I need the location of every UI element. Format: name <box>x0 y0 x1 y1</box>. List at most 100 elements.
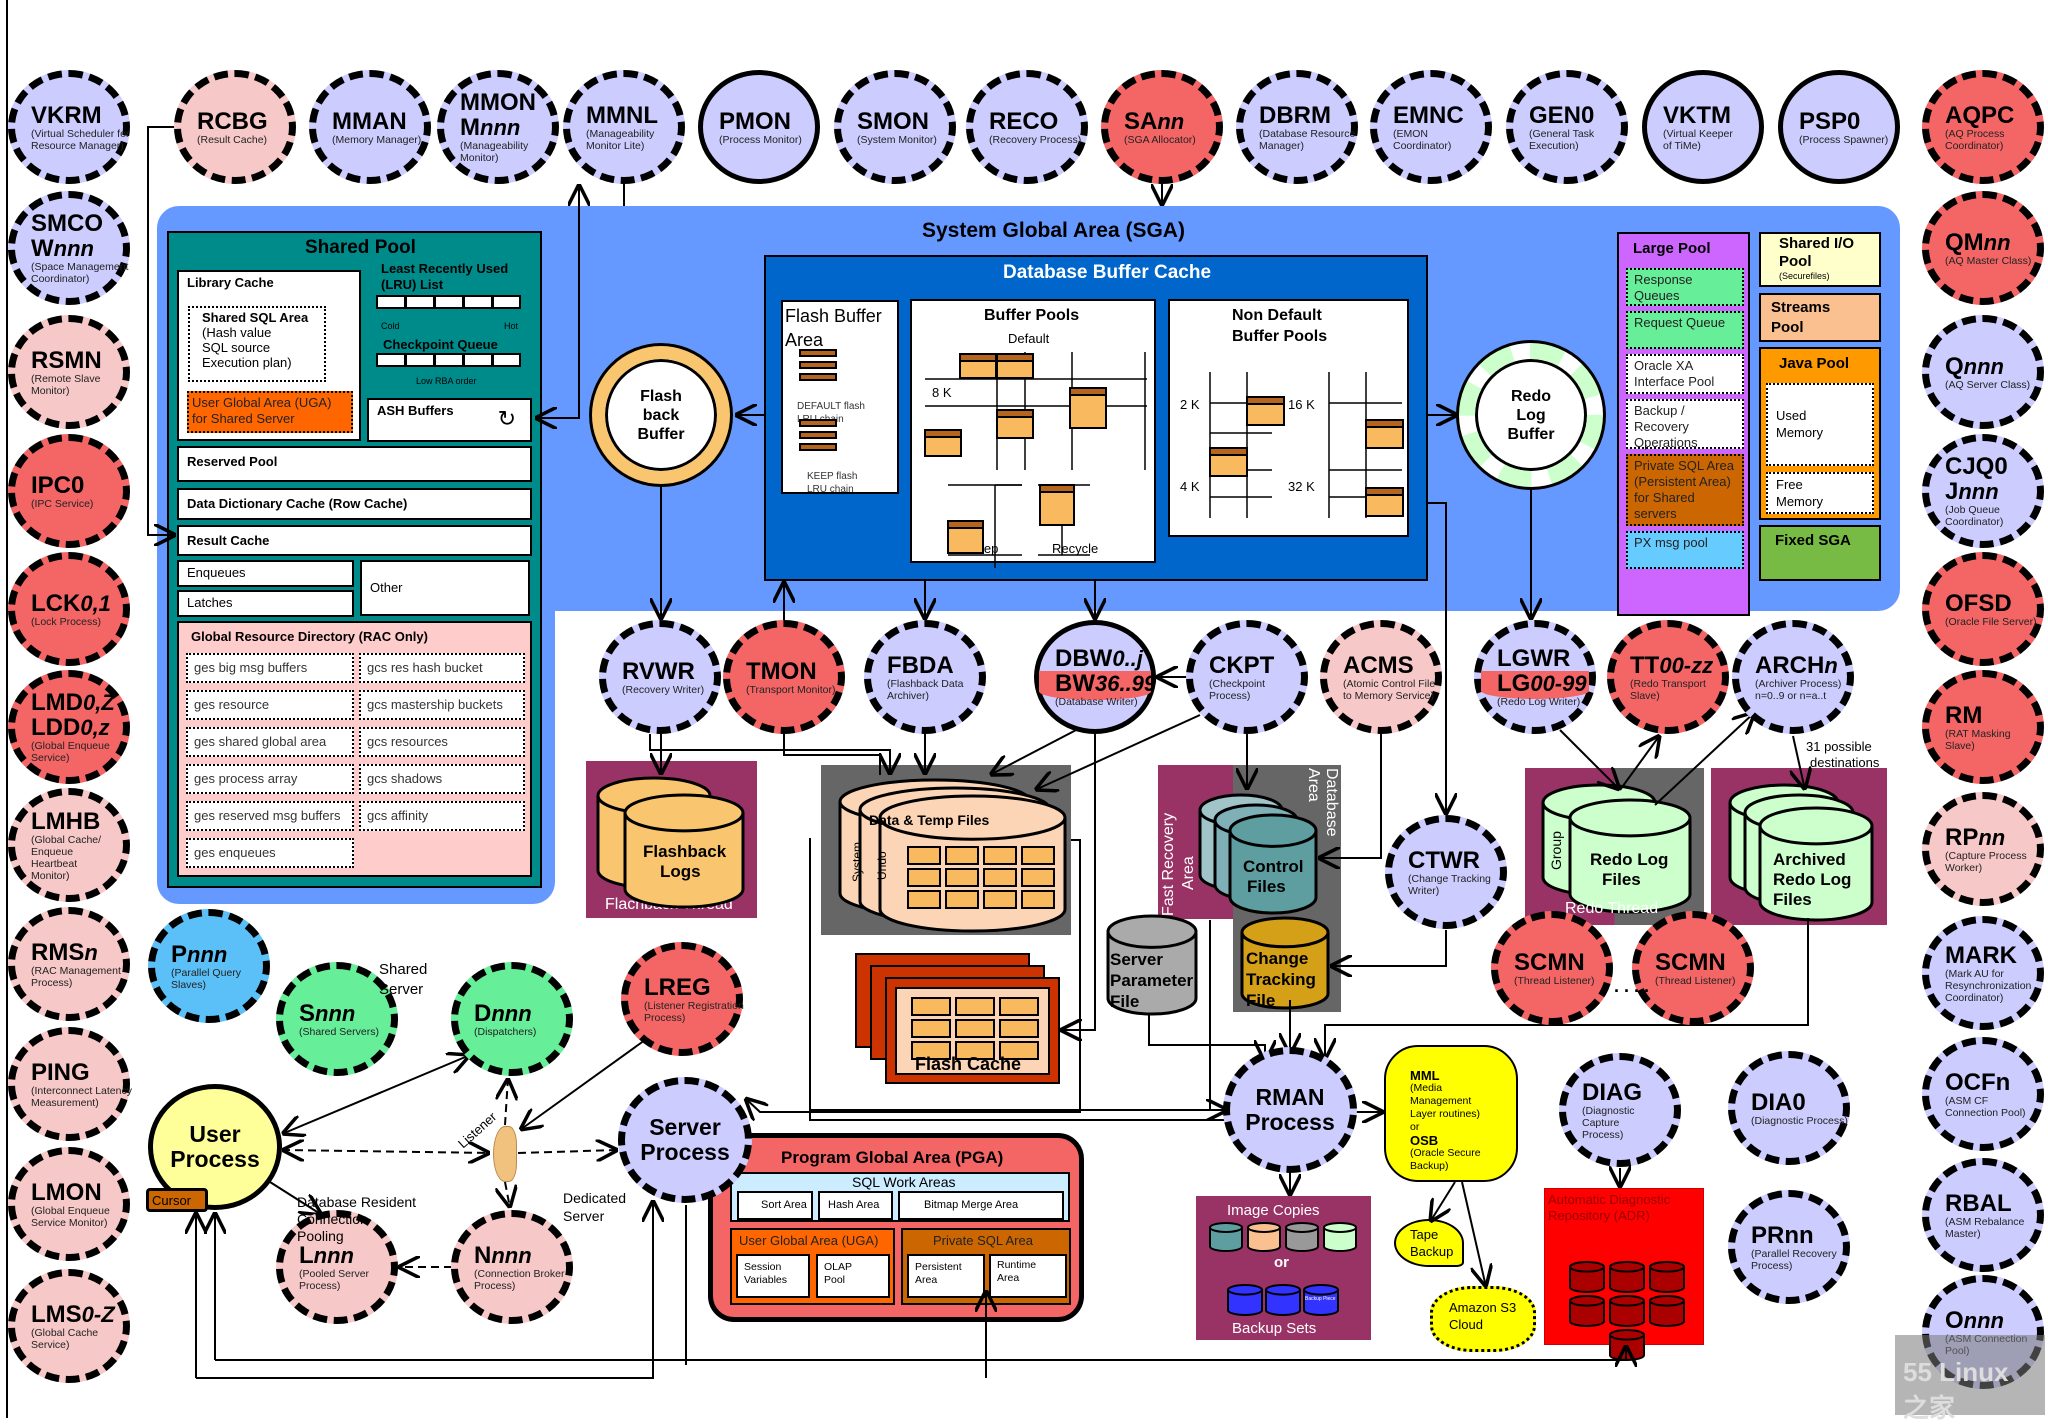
data-files-label: Data & Temp Files <box>869 812 990 828</box>
process-name: OCFn <box>1945 1070 2010 1095</box>
process-name-2: BW36..99 <box>1055 671 1156 696</box>
process-name-text: SMCO <box>31 210 103 237</box>
process-gen0: GEN0(General Task Execution) <box>1506 70 1628 184</box>
process-ofsd: OFSD(Oracle File Server) <box>1922 552 2044 666</box>
process-vktm: VKTM(Virtual Keeper of TiMe) <box>1642 70 1764 184</box>
process-name-text: MMNL <box>586 101 658 129</box>
process-name-text: LREG <box>644 973 711 1001</box>
process-description: (Interconnect Latency Measurement) <box>31 1084 132 1109</box>
process-description: (Flashback Data Archiver) <box>887 677 964 702</box>
title-line: Streams <box>1771 299 1831 316</box>
cursor-box: Cursor <box>146 1188 208 1212</box>
system-label: System <box>850 841 864 882</box>
process-name: Snnn <box>299 1001 355 1026</box>
grd-item: gcs res hash bucket <box>359 653 525 683</box>
process-name-2: Process <box>1245 1110 1335 1135</box>
process-name: PMON <box>719 109 791 134</box>
process-name: QMnn <box>1945 230 2011 255</box>
process-name: PRnn <box>1751 1223 1814 1248</box>
process-lreg: LREG(Listener Registration Process) <box>621 942 744 1056</box>
process-description: (Job Queue Coordinator) <box>1945 504 2004 528</box>
uga-shared-server: User Global Area (UGA) for Shared Server <box>187 391 353 433</box>
group-label: Group <box>1548 831 1564 870</box>
size-16k-label: 16 K <box>1288 397 1315 412</box>
process-name-text: ACMS <box>1343 651 1414 679</box>
process-name-text: RP <box>1945 823 1979 851</box>
user-to-adr <box>215 1345 1626 1360</box>
process-dia0: DIA0(Diagnostic Process) <box>1728 1051 1850 1165</box>
listener-to-broker <box>505 1181 510 1208</box>
process-description: (Mark AU for Resynchronization Coordinat… <box>1945 967 2032 1004</box>
grd-item: ges resource <box>186 690 354 720</box>
process-description: (AQ Process Coordinator) <box>1945 127 2005 152</box>
process-description: (Redo Log Writer) <box>1497 696 1581 708</box>
process-name: LMON <box>31 1180 102 1205</box>
process-name: CTWR <box>1408 848 1480 873</box>
redo-log-files-label: Files <box>1602 870 1641 889</box>
process-rbal: RBAL(ASM Rebalance Master) <box>1922 1158 2044 1272</box>
process-name: Onnn <box>1945 1308 2004 1333</box>
scmn-ellipsis: . . . . <box>1614 976 1650 996</box>
title-line: Pool <box>1779 253 1812 270</box>
process-name-text: LMS <box>31 1300 82 1328</box>
ear-icon <box>493 1126 517 1182</box>
process-name: IPC0 <box>31 473 84 498</box>
process-name-text: RVWR <box>622 657 695 685</box>
process-name-text: QM <box>1945 228 1984 256</box>
process-name: RVWR <box>622 659 695 684</box>
process-name-text: W <box>31 235 54 262</box>
uga-label: for Shared Server <box>192 411 295 426</box>
process-description: (Dispatchers) <box>474 1025 537 1038</box>
label-line: Buffer <box>637 425 685 443</box>
process-name-text: DIAG <box>1582 1078 1642 1106</box>
sga-title: System Global Area (SGA) <box>922 219 1185 242</box>
process-name-text: DIA0 <box>1751 1088 1806 1116</box>
low-rba-label: Low RBA order <box>416 376 477 386</box>
process-prnn: PRnn(Parallel Recovery Process) <box>1728 1190 1850 1304</box>
process-lms: LMS0-Z(Global Cache Service) <box>8 1269 130 1383</box>
process-name-text: Process <box>640 1139 730 1165</box>
mml-to-tape <box>1430 1181 1456 1222</box>
cursor-label: Cursor <box>152 1193 192 1208</box>
process-description: (Atomic Control File to Memory Service) <box>1343 677 1436 702</box>
process-name: RMSn <box>31 940 98 965</box>
process-name-text: J <box>1945 478 1959 505</box>
lru-list <box>376 295 521 309</box>
watermark-text: 55 Linux 之家 <box>1903 1357 2009 1423</box>
sort-area-label: Sort Area <box>761 1199 807 1211</box>
process-description: (ASM Rebalance Master) <box>1945 1215 2025 1240</box>
process-name-text: SA <box>1124 107 1158 135</box>
process-name-text: O <box>1945 1306 1964 1334</box>
lru-cold-label: Cold <box>381 321 400 331</box>
label-line: Server <box>379 981 424 998</box>
process-name: LMHB <box>31 809 100 834</box>
label-line: Persistent <box>915 1261 962 1273</box>
data-dictionary-cache-label: Data Dictionary Cache (Row Cache) <box>187 496 408 511</box>
process-name-text: L <box>299 1241 314 1269</box>
process-name-text: LG <box>1497 670 1531 697</box>
process-name-suffix: 00-99 <box>1530 671 1587 696</box>
process-name-2: LG00-99 <box>1497 671 1587 696</box>
process-description: (Global Enqueue Service) <box>31 740 110 764</box>
process-scmn2: SCMN(Thread Listener) <box>1632 911 1754 1025</box>
process-name-text: VKRM <box>31 101 102 129</box>
label-line: Connection <box>297 1211 368 1227</box>
shared-pool-title: Shared Pool <box>305 237 416 258</box>
process-name-text: EMNC <box>1393 101 1464 129</box>
label-line: Buffer <box>1507 425 1555 443</box>
process-name-suffix: n <box>1824 652 1838 678</box>
process-rm: RM(RAT Masking Slave) <box>1922 670 2044 784</box>
process-ipc0: IPC0(IPC Service) <box>8 434 130 548</box>
grd-item: gcs shadows <box>359 764 525 794</box>
process-name-suffix: n <box>84 939 98 965</box>
listener-to-dispatcher <box>505 1078 508 1126</box>
process-name-suffix: 0,Z <box>82 690 115 715</box>
